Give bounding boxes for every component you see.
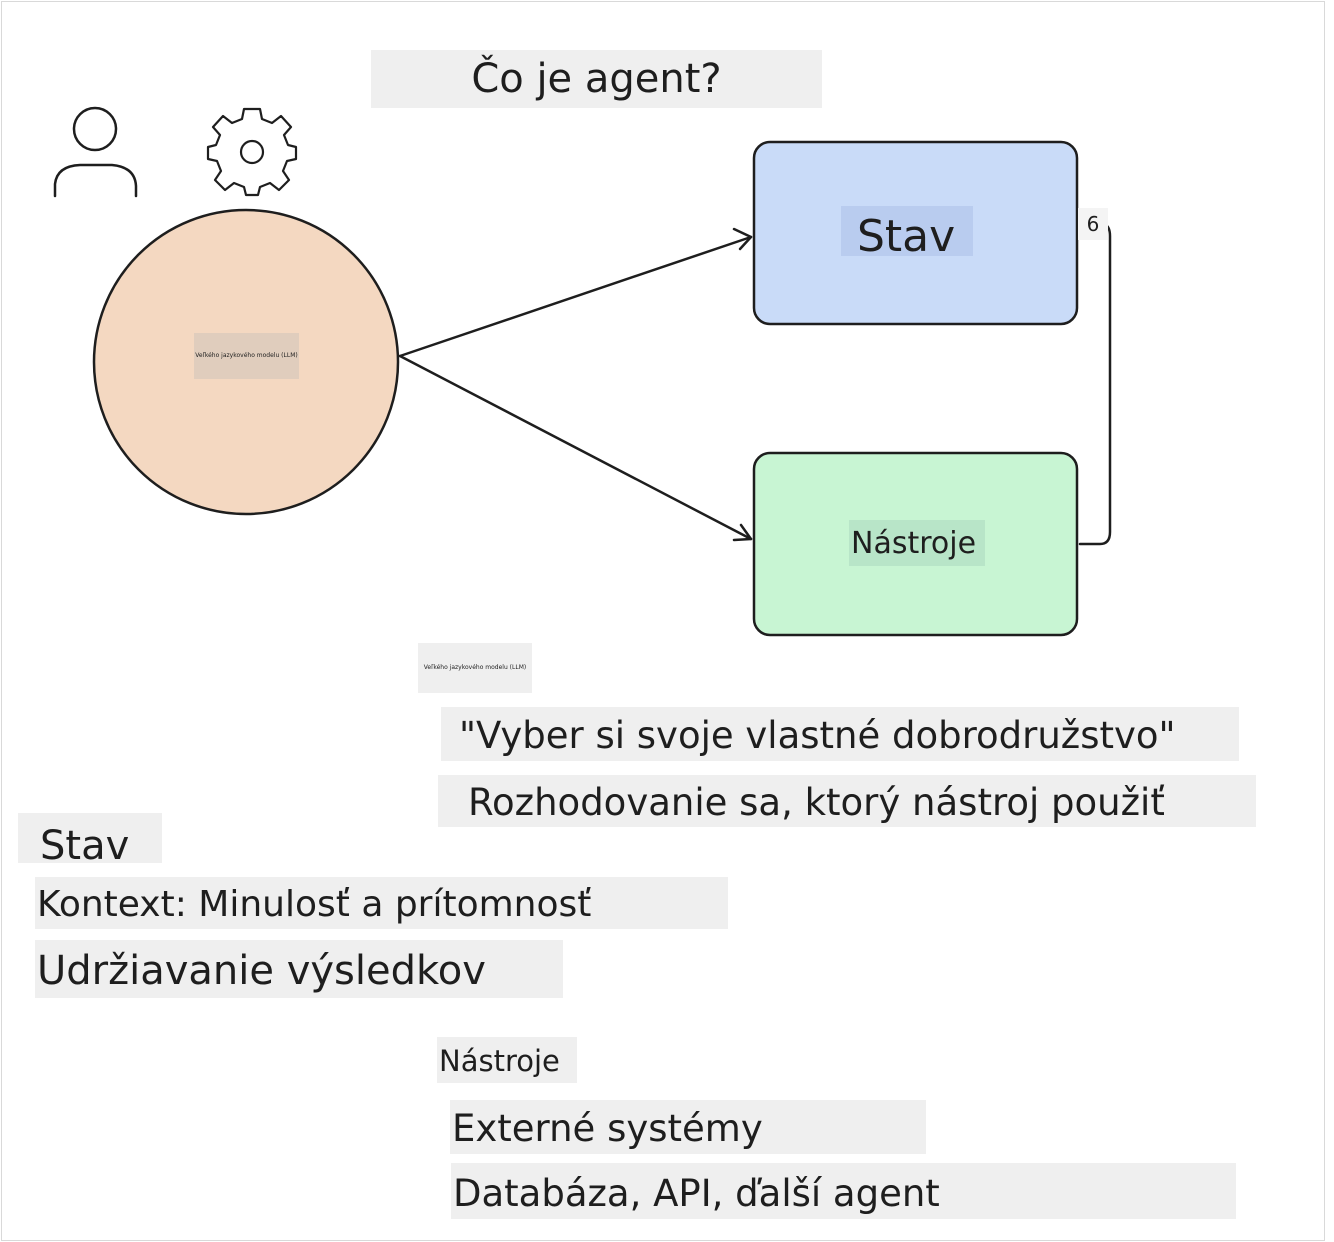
arrow-llm-to-state <box>398 227 753 358</box>
person-icon <box>53 106 138 198</box>
arrow-llm-to-tools <box>398 354 753 542</box>
tools-heading: Nástroje <box>437 1037 577 1083</box>
context-note: Kontext: Minulosť a prítomnosť <box>35 877 728 929</box>
tools-box-label: Nástroje <box>849 520 985 566</box>
connector-number-label: 6 <box>1078 208 1108 240</box>
gear-icon <box>206 107 298 197</box>
choose-adventure-note: "Vyber si svoje vlastné dobrodružstvo" <box>441 707 1239 761</box>
page-title: Čo je agent? <box>371 50 822 108</box>
retaining-results-note: Udržiavanie výsledkov <box>35 940 563 998</box>
llm-circle-label: Veľkého jazykového modelu (LLM) <box>194 333 299 379</box>
external-systems-note: Externé systémy <box>450 1100 926 1154</box>
deciding-tool-note: Rozhodovanie sa, ktorý nástroj použiť <box>438 775 1256 827</box>
databases-apis-note: Databáza, API, ďalší agent <box>451 1163 1236 1219</box>
state-heading: Stav <box>18 813 162 863</box>
connector-tools-to-state <box>1078 222 1112 546</box>
llm-floating-label: Veľkého jazykového modelu (LLM) <box>418 643 532 693</box>
state-box-label: Stav <box>841 206 973 256</box>
